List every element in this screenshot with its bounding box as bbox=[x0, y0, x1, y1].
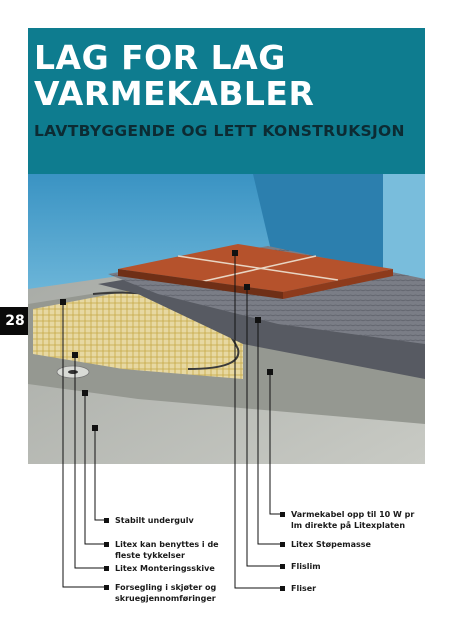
callout-tiles: Fliser bbox=[280, 583, 421, 594]
callout-mounting-board: Litex Monteringsskive bbox=[104, 563, 235, 574]
callout-leveling-compound: Litex Støpemasse bbox=[280, 539, 421, 550]
bullet-square-icon bbox=[280, 512, 285, 517]
callout-sealing: Forsegling i skjøter og skruegjennomføri… bbox=[104, 582, 235, 604]
callout-heating-cable: Varmekabel opp til 10 W pr lm direkte på… bbox=[280, 509, 421, 531]
bullet-square-icon bbox=[104, 518, 109, 523]
page-subtitle: LAVTBYGGENDE OG LETT KONSTRUKSJON bbox=[34, 122, 405, 140]
bullet-square-icon bbox=[104, 585, 109, 590]
callout-litex-thickness: Litex kan benyttes i de fleste tykkelser bbox=[104, 539, 235, 561]
floor-layers-illustration bbox=[28, 174, 425, 464]
page-number-tab: 28 bbox=[0, 307, 30, 335]
bullet-square-icon bbox=[280, 564, 285, 569]
callout-subfloor: Stabilt undergulv bbox=[104, 515, 235, 526]
bullet-square-icon bbox=[280, 586, 285, 591]
bullet-square-icon bbox=[280, 542, 285, 547]
title-line-2: VARMEKABLER bbox=[34, 74, 315, 113]
title-banner bbox=[28, 28, 425, 174]
bullet-square-icon bbox=[104, 542, 109, 547]
callout-tile-adhesive: Flislim bbox=[280, 561, 421, 572]
page-title: LAG FOR LAG VARMEKABLER bbox=[34, 40, 314, 112]
title-line-1: LAG FOR LAG bbox=[34, 38, 286, 77]
bullet-square-icon bbox=[104, 566, 109, 571]
